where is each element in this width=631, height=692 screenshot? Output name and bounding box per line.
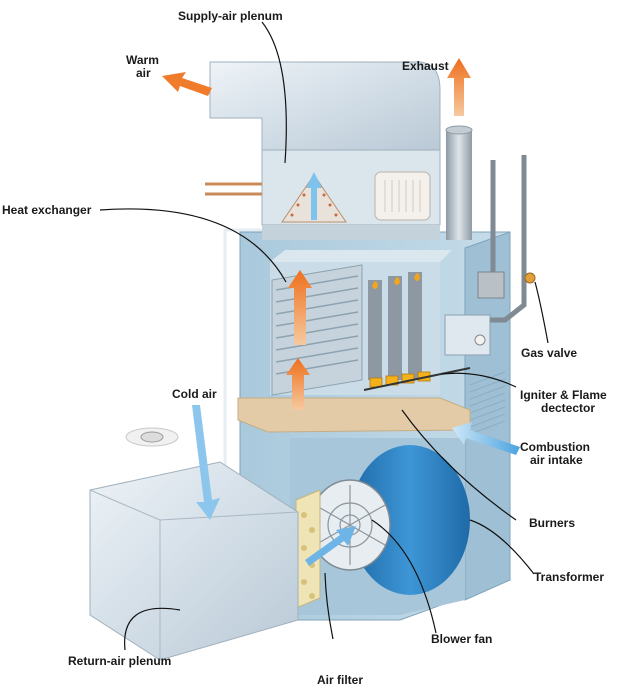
blower-compartment xyxy=(290,438,470,615)
label-igniter-line2: dectector xyxy=(541,401,595,415)
junction-box xyxy=(477,271,505,299)
label-cold-air: Cold air xyxy=(172,387,217,401)
drain-tube xyxy=(223,228,262,470)
leader-lines xyxy=(99,21,549,651)
label-blower-fan: Blower fan xyxy=(431,632,492,646)
return-air-register xyxy=(125,427,179,447)
air-filter-panel xyxy=(295,489,321,609)
heat-exchanger xyxy=(271,264,422,396)
label-burners: Burners xyxy=(529,516,575,530)
blower-housing xyxy=(350,445,470,595)
return-air-plenum-duct xyxy=(89,461,299,661)
heat-exchanger-warm-arrow xyxy=(288,270,312,345)
burner-shelf xyxy=(237,397,471,433)
combustion-vent-louvers xyxy=(469,371,506,435)
control-box xyxy=(444,314,491,356)
burners-row xyxy=(363,367,471,391)
label-warm-air-line2: air xyxy=(136,66,151,80)
exhaust-pipe xyxy=(445,125,473,240)
label-gas-valve: Gas valve xyxy=(521,346,577,360)
supply-air-plenum-duct xyxy=(205,61,441,240)
label-return-air-plenum: Return-air plenum xyxy=(68,654,171,668)
supply-cool-arrow xyxy=(306,172,322,220)
label-combustion-line2: air intake xyxy=(530,453,583,467)
cold-air-arrow xyxy=(192,405,220,520)
burner-warm-arrow xyxy=(286,358,310,410)
label-igniter-line1: Igniter & Flame xyxy=(520,388,607,402)
label-air-filter: Air filter xyxy=(317,673,363,687)
label-exhaust: Exhaust xyxy=(402,59,449,73)
gas-valve-knob xyxy=(524,272,536,284)
warm-air-arrow xyxy=(162,72,212,96)
label-warm-air-line1: Warm xyxy=(126,53,159,67)
label-combustion-line1: Combustion xyxy=(520,440,590,454)
exhaust-arrow xyxy=(447,58,471,116)
label-transformer: Transformer xyxy=(534,570,604,584)
label-heat-exchanger: Heat exchanger xyxy=(2,203,92,217)
gas-pipes xyxy=(490,155,527,323)
label-supply-air-plenum: Supply-air plenum xyxy=(178,9,283,23)
blower-intake-arrow xyxy=(305,526,356,566)
combustion-air-arrow xyxy=(452,422,520,455)
